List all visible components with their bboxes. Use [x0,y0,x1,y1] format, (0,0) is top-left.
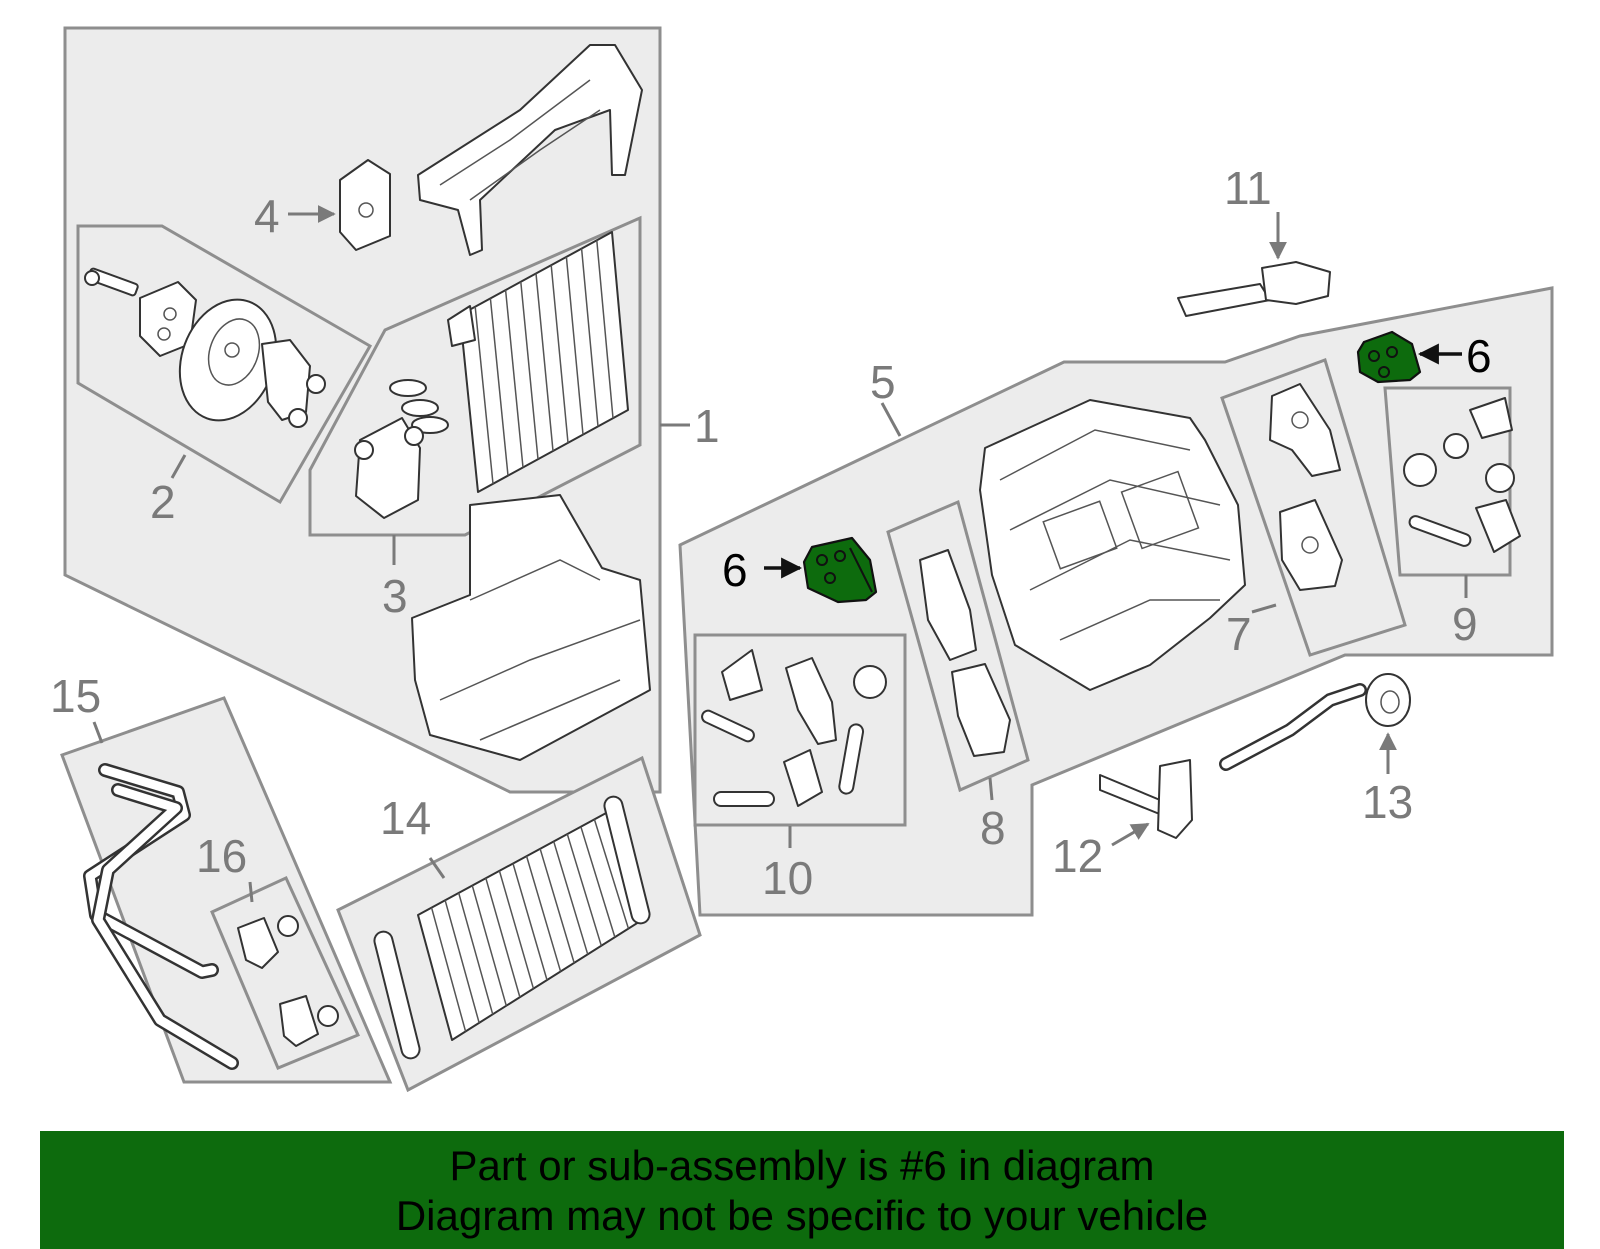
valve-block-part [139,281,197,357]
bracket-part-4 [339,159,391,251]
info-banner: Part or sub-assembly is #6 in diagram Di… [40,1131,1564,1249]
panel-3-evaporator-core [308,215,642,537]
drain-hose-part-13 [1219,673,1411,771]
callout-11: 11 [1224,162,1272,214]
callout-10: 10 [762,852,813,904]
highlighted-actuator-part-6-left[interactable] [802,536,878,604]
panel-1-evaporator-assembly [63,26,662,794]
duct-part-12 [1099,759,1193,839]
callout-16: 16 [196,830,247,882]
highlighted-actuator-part-6-right[interactable] [1356,330,1422,384]
callout-5: 5 [870,356,896,408]
banner-line-1: Part or sub-assembly is #6 in diagram [449,1142,1155,1189]
panel-10-linkage-kit [693,633,907,827]
callout-1: 1 [694,400,720,452]
parts-diagram: 1 2 3 4 5 6 6 7 8 9 10 11 12 13 14 15 16 [50,26,1554,1093]
heater-core-part [417,811,643,1041]
leader-lines [92,205,1468,903]
hvac-case-part [979,399,1246,691]
panel-9-linkage-kit [1383,386,1521,577]
bolt-part [84,267,139,297]
callout-numbers: 1 2 3 4 5 6 6 7 8 9 10 11 12 13 14 15 16 [50,162,1492,904]
expansion-valve-part [354,417,424,519]
panel-5-case-assembly [678,286,1554,917]
upper-frame-part [417,44,643,256]
callout-13: 13 [1362,776,1413,828]
callout-12: 12 [1052,830,1103,882]
callout-14: 14 [380,792,431,844]
panel-15-heater-tubes [60,696,393,1084]
panel-8-actuator-brackets [886,499,1030,793]
callout-6-left[interactable]: 6 [722,544,748,596]
panel-2-expansion-valve-kit [76,224,373,505]
callout-4: 4 [254,190,280,242]
panel-7-actuator-brackets [1220,358,1407,657]
bracket-part [261,339,326,428]
callout-9: 9 [1452,598,1478,650]
callout-6-right[interactable]: 6 [1466,330,1492,382]
callout-3: 3 [382,570,408,622]
evaporator-core-part [447,231,629,493]
lower-housing-part [411,494,651,761]
heater-tube-part [83,763,239,1070]
panel-16-seal-kit [210,876,361,1070]
callout-15: 15 [50,670,101,722]
sensor-part-11 [1177,261,1331,317]
callout-8: 8 [980,802,1006,854]
callout-7: 7 [1226,608,1252,660]
banner-line-2: Diagram may not be specific to your vehi… [395,1192,1209,1239]
callout-2: 2 [150,476,176,528]
panel-14-heater-core [336,755,702,1093]
